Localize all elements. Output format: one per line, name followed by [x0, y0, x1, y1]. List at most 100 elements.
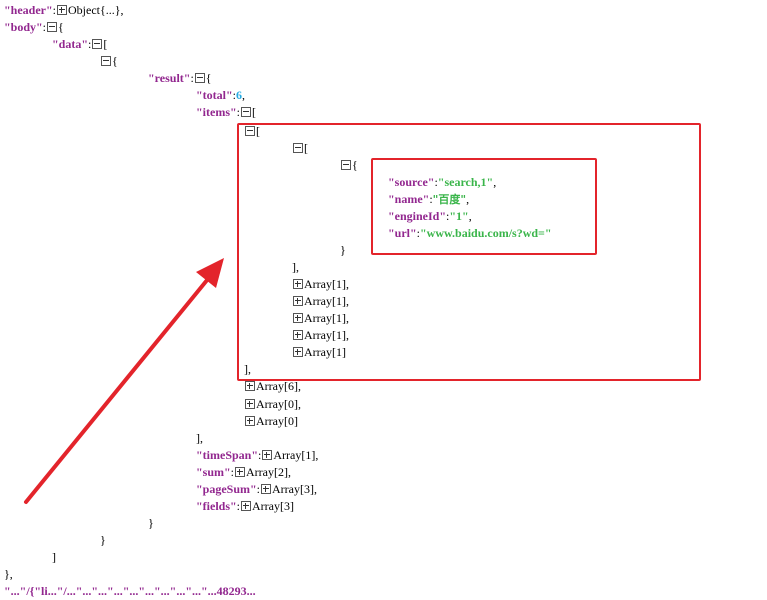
node-name: "name":"百度",	[388, 191, 469, 208]
collapse-toggle-icon[interactable]	[245, 126, 255, 136]
close-brace: },	[4, 567, 13, 581]
close-bracket: ]	[52, 550, 56, 564]
collapsed-array-line: Array[1],	[292, 276, 349, 293]
expand-toggle-icon[interactable]	[241, 501, 252, 511]
colon: :	[88, 37, 92, 51]
collapsed-array[interactable]: Array[1]	[304, 345, 346, 359]
comma: ,	[466, 192, 470, 206]
key-header: "header"	[4, 3, 53, 17]
node-body: "body":{	[4, 19, 64, 36]
comma: ,	[493, 175, 497, 189]
close-bracket: ],	[244, 362, 251, 376]
close-bracket: ],	[292, 260, 299, 274]
collapsed-array-line: Array[1],	[292, 327, 349, 344]
close-brace: }	[148, 516, 154, 530]
collapsed-object[interactable]: Object{...},	[68, 3, 124, 17]
collapsed-array-line: Array[0]	[244, 413, 298, 430]
node-url: "url":"www.baidu.com/s?wd="	[388, 225, 552, 242]
node-items-0: [	[244, 123, 260, 140]
node-data-item: {	[100, 53, 118, 70]
collapse-toggle-icon[interactable]	[101, 56, 111, 66]
collapsed-array[interactable]: Array[1],	[304, 277, 349, 291]
collapsed-array[interactable]: Array[1],	[273, 448, 319, 462]
collapsed-array[interactable]: Array[6],	[256, 379, 301, 393]
collapsed-array[interactable]: Array[0],	[256, 397, 301, 411]
collapsed-array[interactable]: Array[1],	[304, 294, 349, 308]
expand-toggle-icon[interactable]	[293, 347, 303, 357]
colon: :	[429, 192, 433, 206]
collapsed-array-line: Array[1],	[292, 310, 349, 327]
key-url: "url"	[388, 226, 417, 240]
collapsed-array[interactable]: Array[3]	[252, 499, 294, 513]
node-pageSum: "pageSum": Array[3],	[196, 481, 317, 498]
node-items-0-0: [	[292, 140, 308, 157]
colon: :	[190, 71, 194, 85]
colon: :	[232, 88, 236, 102]
expand-toggle-icon[interactable]	[57, 5, 67, 15]
expand-toggle-icon[interactable]	[293, 313, 303, 323]
collapse-toggle-icon[interactable]	[47, 22, 58, 32]
node-total: "total":6,	[196, 87, 245, 104]
value-name: "百度"	[432, 193, 467, 206]
close-brace-line: },	[4, 566, 13, 583]
close-bracket-line: ],	[196, 430, 203, 447]
collapsed-array-line: Array[0],	[244, 396, 301, 413]
close-brace: }	[340, 243, 346, 257]
collapse-toggle-icon[interactable]	[194, 73, 205, 83]
value-total: 6	[236, 88, 242, 102]
key-engineId: "engineId"	[388, 209, 447, 223]
open-bracket: [	[103, 37, 108, 51]
inner-highlight-box	[371, 158, 597, 255]
collapse-toggle-icon[interactable]	[341, 160, 351, 170]
key-body: "body"	[4, 20, 43, 34]
collapse-toggle-icon[interactable]	[293, 143, 303, 153]
open-bracket: [	[304, 141, 308, 155]
expand-toggle-icon[interactable]	[293, 279, 303, 289]
collapsed-array[interactable]: Array[1],	[304, 311, 349, 325]
open-brace: {	[352, 158, 358, 172]
expand-toggle-icon[interactable]	[261, 484, 272, 494]
expand-toggle-icon[interactable]	[245, 381, 255, 391]
collapse-toggle-icon[interactable]	[92, 39, 103, 49]
value-engineId: "1"	[449, 209, 469, 223]
node-data: "data": [	[52, 36, 107, 53]
collapsed-array[interactable]: Array[1],	[304, 328, 349, 342]
comma: ,	[468, 209, 472, 223]
open-brace: {	[205, 71, 212, 85]
colon: :	[434, 175, 438, 189]
expand-toggle-icon[interactable]	[262, 450, 273, 460]
colon: :	[256, 482, 261, 496]
expand-toggle-icon[interactable]	[245, 399, 255, 409]
close-bracket-line: ]	[52, 549, 56, 566]
colon: :	[416, 226, 421, 240]
open-bracket: [	[256, 124, 260, 138]
collapsed-array-line: Array[6],	[244, 378, 301, 395]
key-timeSpan: "timeSpan"	[196, 448, 258, 462]
colon: :	[236, 105, 240, 119]
colon: :	[230, 465, 235, 479]
key-total: "total"	[196, 88, 233, 102]
key-pageSum: "pageSum"	[196, 482, 257, 496]
node-engineId: "engineId":"1",	[388, 208, 472, 225]
expand-toggle-icon[interactable]	[293, 330, 303, 340]
close-bracket-line: ],	[292, 259, 299, 276]
node-sum: "sum":Array[2],	[196, 464, 291, 481]
close-bracket: ],	[196, 431, 203, 445]
collapsed-array[interactable]: Array[0]	[256, 414, 298, 428]
collapse-toggle-icon[interactable]	[241, 107, 251, 117]
collapsed-array[interactable]: Array[2],	[246, 465, 291, 479]
expand-toggle-icon[interactable]	[235, 467, 246, 477]
close-brace-line: }	[148, 515, 154, 532]
colon: :	[52, 3, 56, 17]
outer-highlight-box	[237, 123, 701, 381]
key-data: "data"	[52, 37, 88, 51]
key-source: "source"	[388, 175, 435, 189]
expand-toggle-icon[interactable]	[293, 296, 303, 306]
expand-toggle-icon[interactable]	[245, 416, 255, 426]
value-url: "www.baidu.com/s?wd="	[420, 226, 552, 240]
open-brace: {	[58, 20, 64, 34]
colon: :	[236, 499, 241, 513]
open-bracket: [	[252, 105, 256, 119]
collapsed-array-line: Array[1],	[292, 293, 349, 310]
collapsed-array[interactable]: Array[3],	[272, 482, 317, 496]
